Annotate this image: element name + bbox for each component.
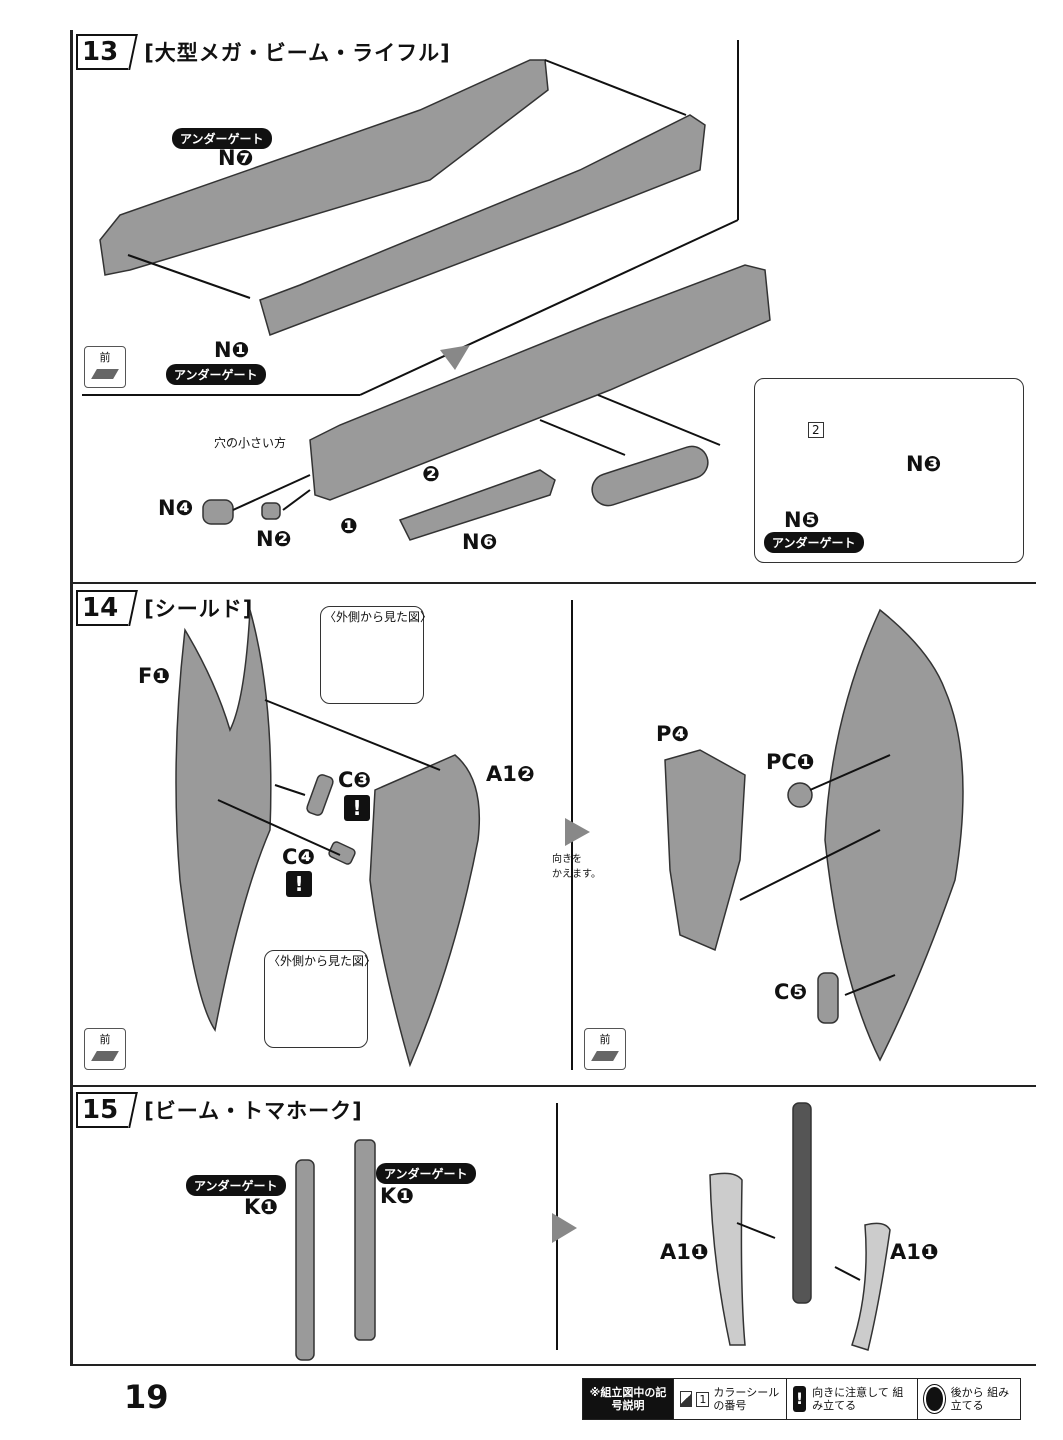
step-number: 13 xyxy=(76,34,129,70)
front-label: 前 xyxy=(99,351,111,364)
front-arrow-icon xyxy=(91,369,119,379)
caution-icon-c3: ! xyxy=(344,795,370,821)
tomahawk-shaft xyxy=(792,1102,812,1304)
sticker-number-tag: 2 xyxy=(808,422,824,438)
legend-head: ※組立図中の記号説明 xyxy=(583,1379,673,1419)
label-n6: N❻ xyxy=(462,530,498,554)
label-a1-1-right: A1❶ xyxy=(890,1240,939,1264)
part-pc1 xyxy=(787,782,813,808)
label-c4: C❹ xyxy=(282,845,316,869)
front-label: 前 xyxy=(99,1033,111,1046)
front-indicator-13: 前 xyxy=(84,346,126,388)
label-k1-left: K❶ xyxy=(244,1195,279,1219)
shield-assembled xyxy=(824,608,964,1062)
outside-view-bubble-top xyxy=(320,606,424,704)
step-number: 14 xyxy=(76,590,129,626)
front-arrow-icon xyxy=(591,1051,619,1061)
symbol-legend: ※組立図中の記号説明 1 カラーシール の番号 ! 向きに注意して 組み立てる … xyxy=(582,1378,1021,1420)
part-n2 xyxy=(261,502,281,520)
step-title: [シールド] xyxy=(144,597,254,621)
front-indicator-14b: 前 xyxy=(584,1028,626,1070)
sticker-text: カラーシール の番号 xyxy=(713,1386,780,1412)
part-a1-right xyxy=(851,1222,891,1351)
divider-14-15 xyxy=(70,1085,1036,1087)
step-marker-2: ❷ xyxy=(422,462,440,486)
front-label: 前 xyxy=(599,1033,611,1046)
label-f1: F❶ xyxy=(138,664,171,688)
label-c3: C❸ xyxy=(338,768,372,792)
under-gate-badge-n1: アンダーゲート xyxy=(166,364,266,385)
step-title: [大型メガ・ビーム・ライフル] xyxy=(144,41,451,65)
part-n3-big xyxy=(591,445,709,507)
tomahawk-k1-right xyxy=(354,1139,376,1341)
step-14-header: 14 [シールド] xyxy=(76,590,253,626)
rifle-half-n7 xyxy=(99,59,549,276)
part-n6 xyxy=(398,469,556,541)
label-n1: N❶ xyxy=(214,338,250,362)
rifle-assembled xyxy=(309,264,771,501)
front-indicator-14a: 前 xyxy=(84,1028,126,1070)
page-frame xyxy=(70,30,1039,1365)
outside-view-bubble-bottom xyxy=(264,950,368,1048)
divider-bottom xyxy=(70,1364,1036,1366)
under-gate-badge-n5: アンダーゲート xyxy=(764,532,864,553)
label-n2: N❷ xyxy=(256,527,292,551)
label-outside-view-top: 〈外側から見た図〉 xyxy=(324,610,433,624)
legend-caution: ! 向きに注意して 組み立てる xyxy=(786,1379,917,1419)
later-icon xyxy=(924,1385,945,1413)
part-a1-left xyxy=(709,1172,746,1346)
legend-sticker: 1 カラーシール の番号 xyxy=(673,1379,786,1419)
part-c3 xyxy=(306,774,334,816)
step-title: [ビーム・トマホーク] xyxy=(144,1099,363,1123)
legend-later: 後から 組み立てる xyxy=(917,1379,1020,1419)
sticker-icon xyxy=(680,1391,693,1407)
label-n4: N❹ xyxy=(158,496,194,520)
step-number: 15 xyxy=(76,1092,129,1128)
later-text: 後から 組み立てる xyxy=(950,1386,1010,1412)
divider-13-14 xyxy=(70,582,1036,584)
flow-arrow-14 xyxy=(565,818,590,846)
part-p4 xyxy=(664,749,746,952)
caution-icon-c4: ! xyxy=(286,871,312,897)
caution-text: 向きに注意して 組み立てる xyxy=(812,1386,904,1412)
label-n3: N❸ xyxy=(906,452,942,476)
caution-icon: ! xyxy=(793,1386,807,1412)
shield-a1-2 xyxy=(369,754,481,1068)
part-c5 xyxy=(817,972,839,1024)
part-c4 xyxy=(328,841,356,865)
step-13-header: 13 [大型メガ・ビーム・ライフル] xyxy=(76,34,451,70)
label-outside-view-bottom: 〈外側から見た図〉 xyxy=(268,954,377,968)
step-marker-1: ❶ xyxy=(340,514,358,538)
front-arrow-icon xyxy=(91,1051,119,1061)
label-change-orientation: 向きを かえます。 xyxy=(552,854,601,880)
label-small-hole: 穴の小さい方 xyxy=(214,436,287,450)
label-c5: C❺ xyxy=(774,980,808,1004)
step-15-header: 15 [ビーム・トマホーク] xyxy=(76,1092,363,1128)
label-p4: P❹ xyxy=(656,722,690,746)
label-a1-1-left: A1❶ xyxy=(660,1240,709,1264)
flow-arrow-15 xyxy=(552,1213,577,1243)
label-a1-2: A1❷ xyxy=(486,762,535,786)
flow-arrow-13 xyxy=(440,345,470,370)
page-number: 19 xyxy=(124,1378,169,1416)
under-gate-badge-k1-left: アンダーゲート xyxy=(186,1175,286,1196)
rifle-half-n1 xyxy=(259,114,706,336)
label-n7: N❼ xyxy=(218,146,254,170)
shield-f1 xyxy=(175,609,272,1032)
label-k1-right: K❶ xyxy=(380,1184,415,1208)
label-n5: N❺ xyxy=(784,508,820,532)
under-gate-badge-n7: アンダーゲート xyxy=(172,128,272,149)
label-pc1: PC❶ xyxy=(766,750,815,774)
part-n4 xyxy=(202,499,234,525)
tomahawk-k1-left xyxy=(295,1159,315,1361)
sticker-number: 1 xyxy=(696,1391,710,1407)
under-gate-badge-k1-right: アンダーゲート xyxy=(376,1163,476,1184)
